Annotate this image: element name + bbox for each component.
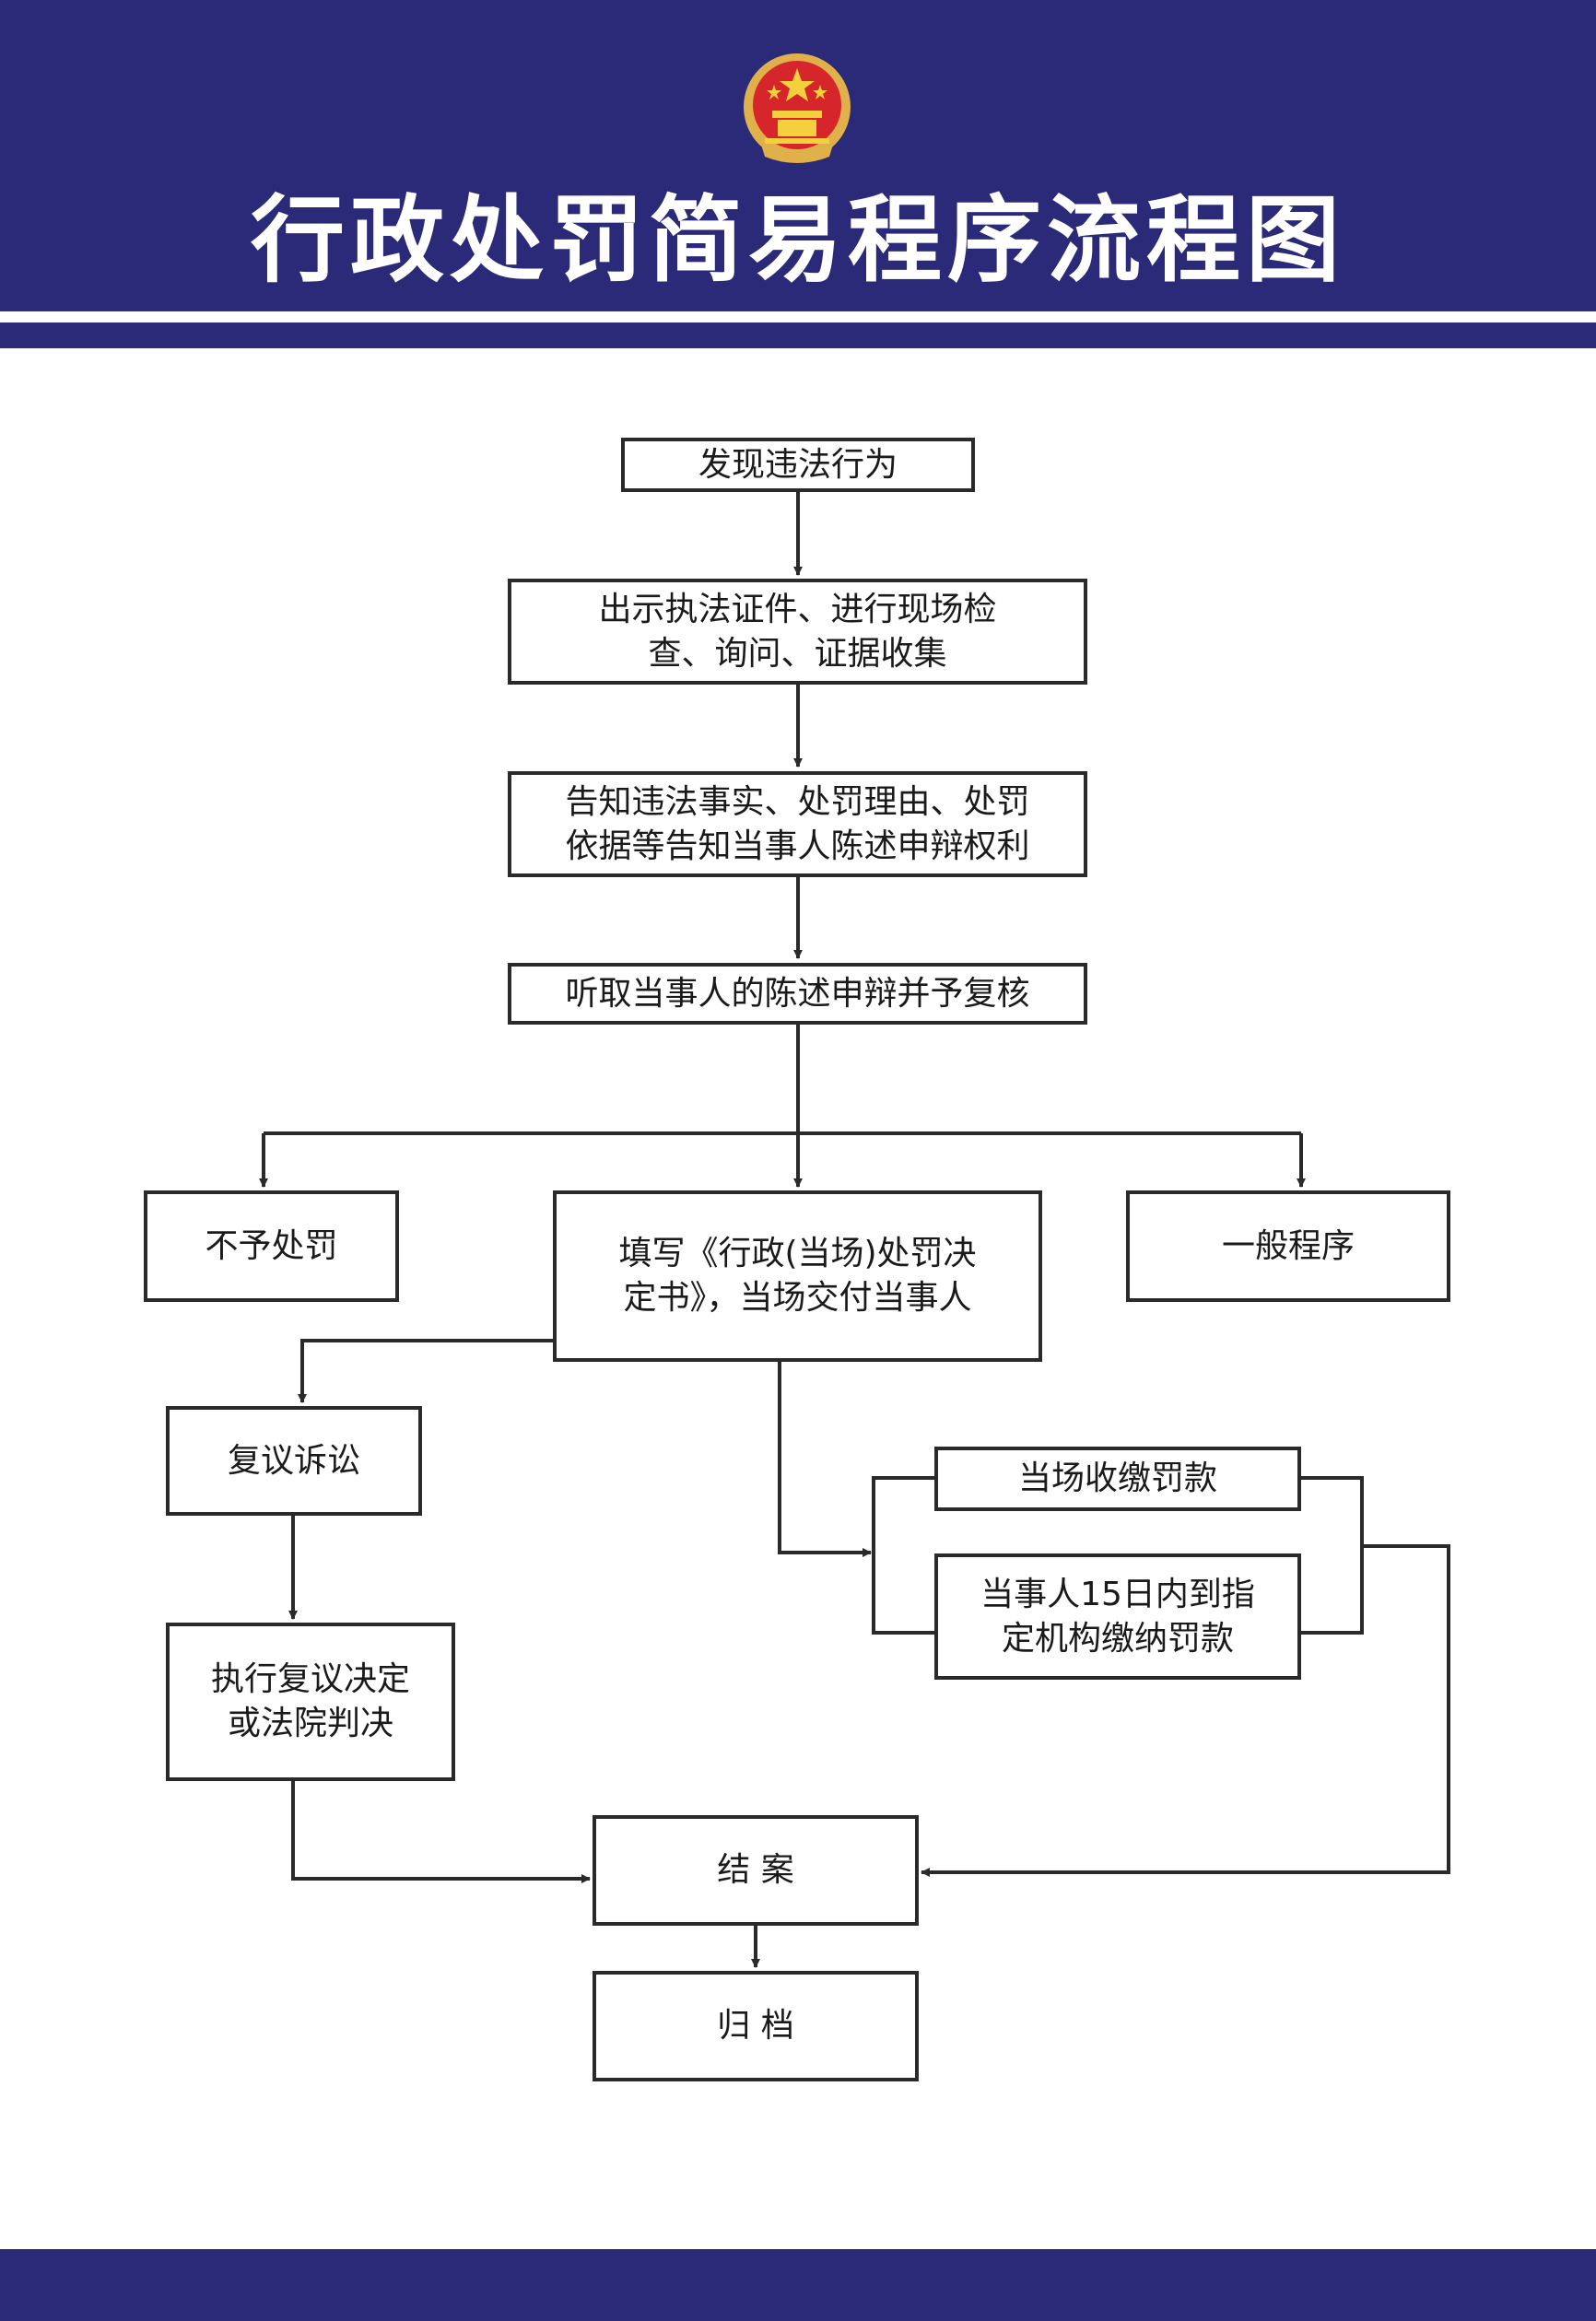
step-archive: 归 档 — [593, 1971, 919, 2081]
step-discover-label: 发现违法行为 — [698, 445, 898, 484]
step-inform-label: 告知违法事实、处罚理由、处罚 依据等告知当事人陈述申辩权利 — [565, 782, 1030, 865]
page-title: 行政处罚简易程序流程图 — [251, 186, 1345, 296]
step-archive-label: 归 档 — [717, 2007, 794, 2045]
step-hear-label: 听取当事人的陈述申辩并予复核 — [565, 974, 1030, 1013]
national-emblem-icon — [744, 53, 851, 163]
step-fill-decision-label: 填写《行政(当场)处罚决 定书》，当场交付当事人 — [618, 1235, 977, 1317]
arrow-decision-to-payment — [778, 1362, 872, 1557]
bracket-right — [1299, 1476, 1364, 1635]
step-discover: 发现违法行为 — [621, 438, 975, 492]
step-review-litigation-label: 复议诉讼 — [227, 1441, 360, 1480]
step-fill-decision: 填写《行政(当场)处罚决 定书》，当场交付当事人 — [553, 1190, 1042, 1362]
step-general-procedure: 一般程序 — [1126, 1190, 1450, 1302]
step-no-penalty: 不予处罚 — [144, 1190, 399, 1302]
step-collect-on-site-label: 当场收缴罚款 — [1017, 1459, 1217, 1497]
step-general-procedure-label: 一般程序 — [1221, 1226, 1355, 1265]
step-inspect: 出示执法证件、进行现场检 查、询问、证据收集 — [508, 579, 1087, 685]
step-close-case-label: 结 案 — [717, 1851, 794, 1889]
step-inspect-label: 出示执法证件、进行现场检 查、询问、证据收集 — [598, 590, 997, 673]
arrow-payment-to-close — [921, 1544, 1450, 1877]
step-execute-decision: 执行复议决定 或法院判决 — [166, 1623, 455, 1781]
step-pay-within-15-label: 当事人15日内到指 定机构缴纳罚款 — [980, 1575, 1255, 1658]
header-bottom-band — [0, 322, 1596, 348]
step-collect-on-site: 当场收缴罚款 — [934, 1447, 1301, 1511]
step-hear: 听取当事人的陈述申辩并予复核 — [508, 963, 1087, 1025]
step-close-case: 结 案 — [593, 1815, 919, 1926]
bracket-left — [872, 1476, 937, 1635]
step-inform: 告知违法事实、处罚理由、处罚 依据等告知当事人陈述申辩权利 — [508, 771, 1087, 877]
step-pay-within-15: 当事人15日内到指 定机构缴纳罚款 — [934, 1553, 1301, 1680]
step-review-litigation: 复议诉讼 — [166, 1406, 422, 1516]
footer-band — [0, 2249, 1596, 2321]
step-no-penalty-label: 不予处罚 — [205, 1226, 338, 1265]
header-divider — [0, 311, 1596, 322]
step-execute-decision-label: 执行复议决定 或法院判决 — [210, 1660, 410, 1742]
arrow-decision-to-review — [298, 1339, 553, 1403]
arrow-execute-to-close — [291, 1781, 591, 1883]
